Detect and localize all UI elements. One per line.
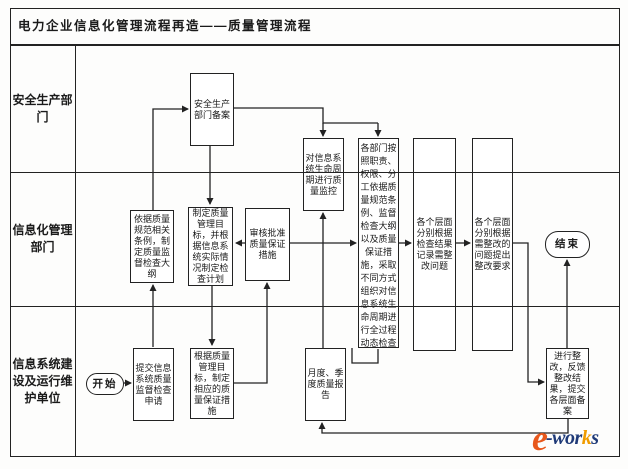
node-record-rectification-issues: 各个层面分别根据检查结果记录需整改问题 [413, 138, 456, 351]
node-lifecycle-quality-monitor: 对信息系统生命周期进行质量监控 [303, 138, 344, 211]
node-label: 结束 [555, 238, 580, 250]
node-raise-rectification-requirements: 各个层面分别根据需整改的问题提出整改要求 [472, 138, 513, 351]
node-rectify-and-feedback-filing: 进行整改，反馈整改结果，提交各层面备案 [546, 348, 589, 419]
lane-label-build-ops-unit: 信息系统建设及运行维护单位 [12, 357, 73, 405]
end-terminator: 结束 [545, 231, 590, 258]
node-label: 安全生产部门备案 [193, 98, 230, 120]
node-label: 各个层面分别根据检查结果记录需整改问题 [416, 217, 453, 271]
node-label: 提交信息系统质量监督检查申请 [135, 362, 172, 406]
lane-label-it-mgmt-dept: 信息化管理部门 [12, 223, 73, 254]
node-label: 进行整改，反馈整改结果，提交各层面备案 [549, 350, 586, 416]
node-approve-qa-measures: 审核批准质量保证措施 [245, 208, 290, 281]
node-set-goals-inspection-plan: 制定质量管理目标，并根据信息系统实际情况制定检查计划 [188, 207, 233, 286]
page-title: 电力企业信息化管理流程再造——质量管理流程 [18, 19, 313, 33]
node-label: 根据质量管理目标，制定相应的质量保证措施 [193, 350, 230, 416]
node-label: 开始 [92, 377, 118, 390]
node-label: 制定质量管理目标，并根据信息系统实际情况制定检查计划 [192, 208, 229, 284]
lane-label-safety-dept: 安全生产部门 [12, 92, 73, 124]
node-formulate-qa-measures: 根据质量管理目标，制定相应的质量保证措施 [190, 348, 234, 419]
watermark-text: s [591, 427, 599, 449]
node-draft-inspection-outline: 依据质量规范相关条例，制定质量监督检查大纲 [130, 210, 174, 283]
node-label: 依据质量规范相关条例，制定质量监督检查大纲 [133, 213, 170, 279]
watermark-text: k [581, 427, 592, 449]
node-label: 对信息系统生命周期进行质量监控 [305, 152, 342, 196]
watermark-text: -wor [545, 427, 582, 449]
node-safety-dept-filing: 安全生产部门备案 [190, 73, 234, 146]
node-dynamic-full-process-inspection: 各部门按照职责、权限、分工依据质量规范条例、监督检查大纲以及质量保证措施，采取不… [358, 138, 399, 348]
node-label: 各部门按照职责、权限、分工依据质量规范条例、监督检查大纲以及质量保证措施，采取不… [360, 143, 397, 348]
node-label: 审核批准质量保证措施 [249, 228, 286, 260]
node-monthly-quarterly-quality-report: 月度、季度质量报告 [305, 348, 346, 421]
start-terminator: 开始 [86, 373, 124, 395]
node-submit-inspection-application: 提交信息系统质量监督检查申请 [133, 348, 174, 421]
eworks-e-icon: e [532, 418, 548, 458]
node-label: 月度、季度质量报告 [307, 368, 344, 400]
node-label: 各个层面分别根据需整改的问题提出整改要求 [474, 217, 511, 271]
